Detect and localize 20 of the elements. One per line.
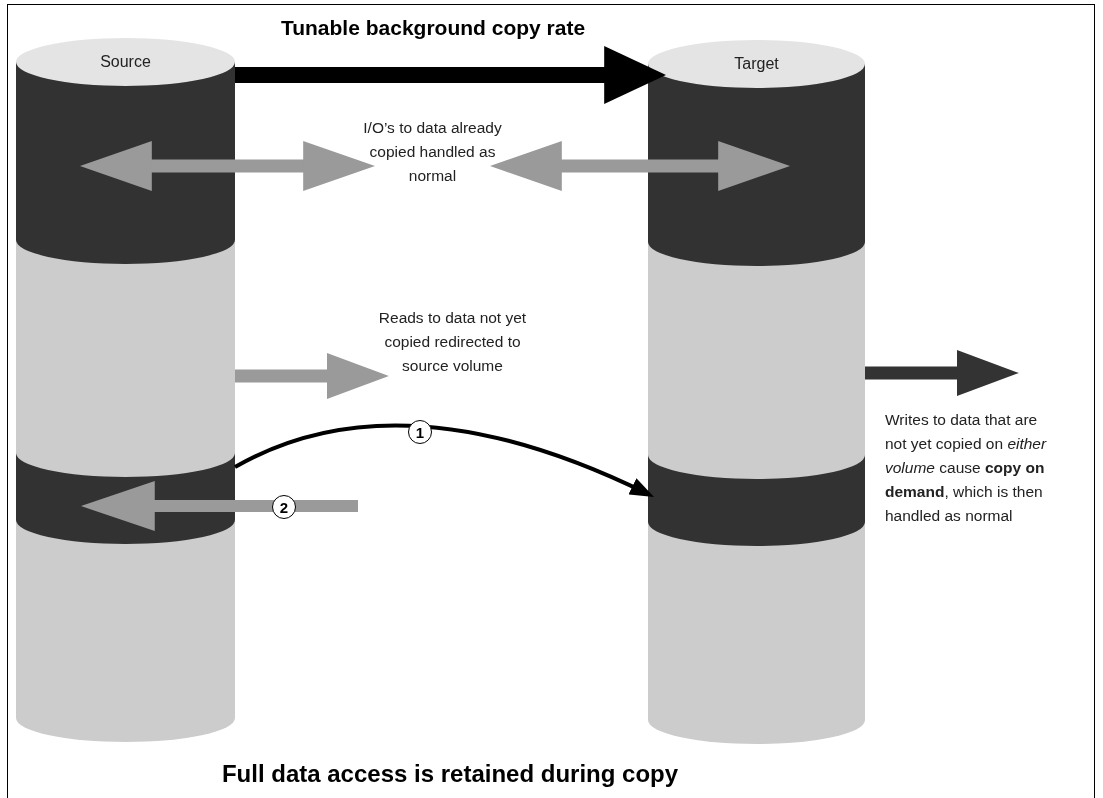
cylinder (16, 38, 235, 742)
arrow (234, 423, 654, 497)
arrow (235, 46, 667, 104)
band (648, 455, 865, 546)
arrow (80, 481, 358, 531)
arrow (235, 353, 389, 399)
arrow (865, 350, 1019, 396)
step-number: 1 (408, 420, 432, 444)
arrow (489, 141, 791, 191)
edge-label: Tunable background copy rate (280, 16, 586, 40)
cylinder (648, 40, 865, 744)
cylinder-label: Target (733, 54, 780, 74)
caption: Full data access is retained during copy (220, 760, 680, 788)
note-text: I/O’s to data already copied handled as normal (362, 118, 503, 186)
step-number: 2 (272, 495, 296, 519)
band (16, 453, 235, 544)
cylinder-label: Source (99, 52, 152, 72)
arrow (79, 141, 376, 191)
note-text: Reads to data not yet copied redirected to source volume (377, 308, 528, 376)
note-text: Writes to data that are not yet copied on either volume cause copy on demand, which is then handled as normal (885, 410, 1048, 526)
